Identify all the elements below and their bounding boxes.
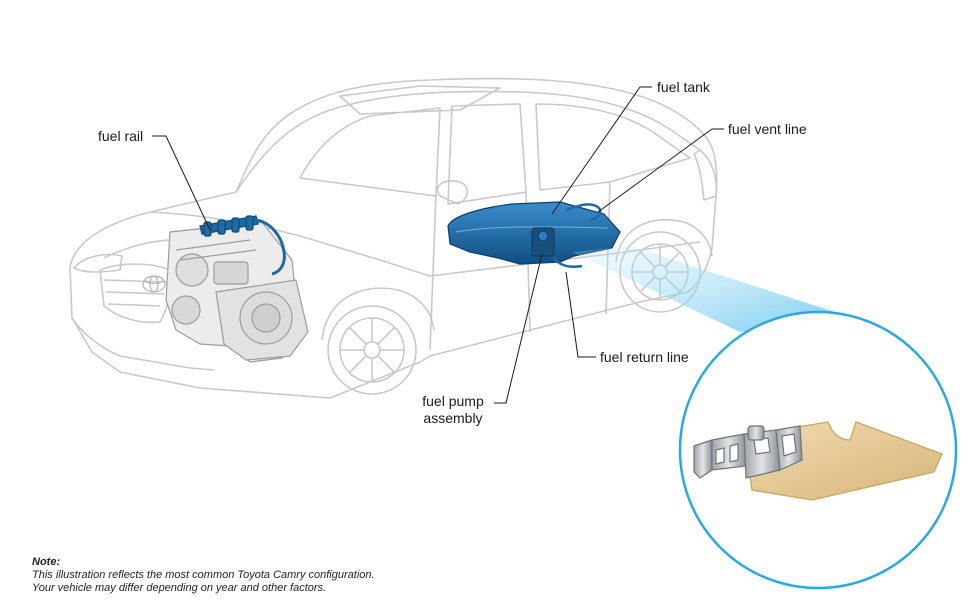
leader-fuel-rail — [152, 135, 211, 231]
toyota-emblem-icon — [142, 275, 166, 293]
callout-fuel-pump-assembly: fuel pump assembly — [415, 393, 491, 427]
fuel-return-line — [553, 257, 583, 268]
pump-bracket — [693, 425, 803, 479]
leader-fuel-vent-line — [597, 128, 724, 213]
fuel-vent-line — [565, 203, 602, 222]
note-line-2: Your vehicle may differ depending on yea… — [32, 582, 327, 594]
callout-fuel-vent-line: fuel vent line — [728, 121, 807, 137]
magnifier-callout — [678, 310, 958, 590]
callout-leader-lines — [152, 86, 724, 404]
callout-fuel-pump-assembly-line1: fuel pump — [422, 393, 484, 409]
disclaimer-note: Note: This illustration reflects the mos… — [32, 556, 375, 595]
note-line-1: This illustration reflects the most comm… — [32, 569, 375, 581]
magnifier-beam — [572, 246, 860, 332]
leader-fuel-pump-assembly — [494, 253, 543, 404]
fuel-rail — [199, 215, 286, 276]
note-title: Note: — [32, 556, 61, 568]
fuel-tank — [447, 201, 621, 265]
leader-fuel-tank — [551, 86, 652, 215]
callout-fuel-tank: fuel tank — [657, 79, 710, 95]
callout-fuel-rail: fuel rail — [98, 128, 144, 144]
callout-fuel-return-line: fuel return line — [600, 349, 689, 365]
leader-fuel-return-line — [565, 271, 596, 358]
engine — [165, 221, 309, 363]
callout-fuel-pump-assembly-line2: assembly — [423, 410, 483, 426]
